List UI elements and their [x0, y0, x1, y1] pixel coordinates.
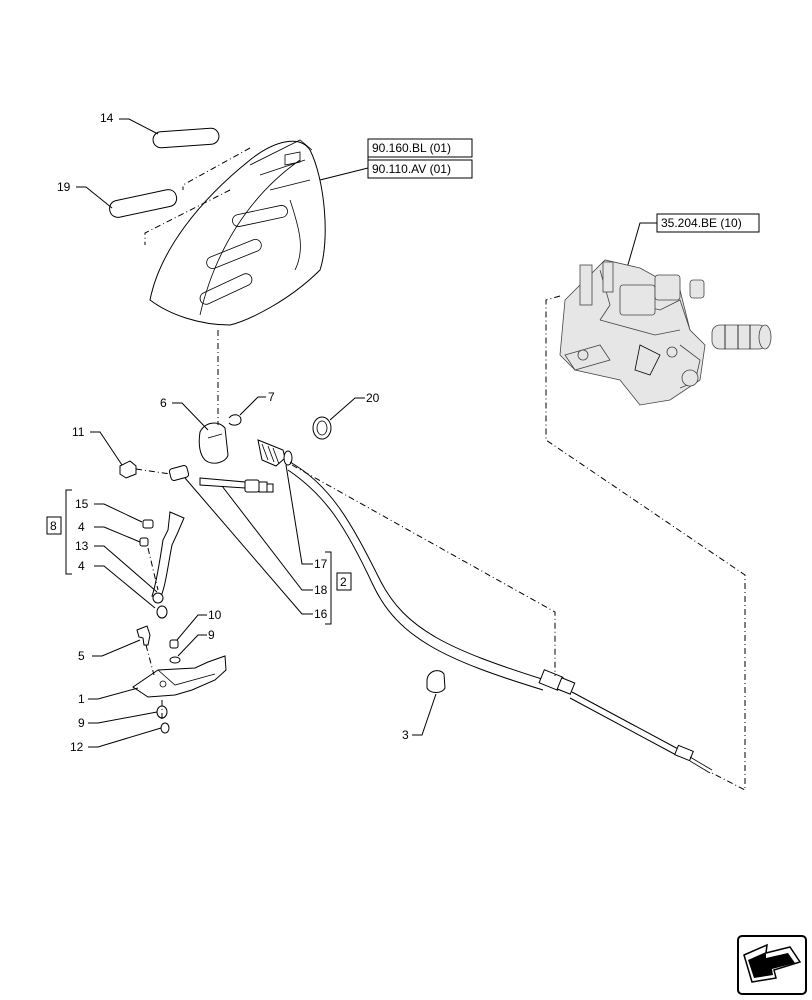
- callout-3: 3: [402, 728, 409, 742]
- callout-8-box: [46, 516, 62, 535]
- nut-12: [160, 722, 170, 734]
- valve-assembly: [559, 259, 772, 406]
- callout-4b: 4: [78, 559, 85, 573]
- callout-6: 6: [160, 396, 167, 410]
- pad-14: [152, 127, 220, 149]
- bolt-10: [169, 639, 179, 649]
- ref-label-2: 90.110.AV (01): [372, 162, 451, 176]
- callout-2-box: [336, 572, 352, 591]
- callout-5: 5: [78, 649, 85, 663]
- callout-9a: 9: [208, 628, 215, 642]
- callout-8: 8: [50, 519, 57, 533]
- washer-4a: [139, 537, 149, 547]
- callout-9b: 9: [78, 716, 85, 730]
- bolt-5: [136, 625, 151, 646]
- swivel-16: [168, 465, 190, 481]
- pad-19: [109, 189, 178, 218]
- callout-12: 12: [70, 740, 84, 754]
- callout-14: 14: [100, 111, 114, 125]
- callout-13: 13: [75, 539, 89, 553]
- callout-17: 17: [314, 557, 328, 571]
- clip-7: [228, 414, 242, 426]
- callout-7: 7: [268, 390, 275, 404]
- callout-numbers: 14 19 7 6 20 11 15 4 13 4 8 10 9 5 1 9 1…: [46, 111, 409, 754]
- callout-2: 2: [340, 575, 347, 589]
- cable-end-hardware: [538, 669, 713, 774]
- block-11: [119, 460, 137, 479]
- callout-11: 11: [72, 425, 85, 439]
- washer-9a: [169, 656, 181, 664]
- control-cable: [289, 461, 546, 681]
- ref-label-3: 35.204.BE (10): [661, 216, 742, 230]
- bracket-1: [132, 655, 227, 698]
- callout-18: 18: [314, 583, 328, 597]
- arrow-icon[interactable]: [737, 935, 807, 995]
- callout-16: 16: [314, 607, 328, 621]
- clamp-3: [426, 670, 446, 693]
- console-panel: [149, 139, 326, 326]
- callout-1: 1: [78, 692, 85, 706]
- lever-13: [151, 511, 185, 599]
- grommet-20: [312, 416, 332, 440]
- callout-10: 10: [208, 608, 222, 622]
- nut-4b: [156, 605, 168, 619]
- callout-20: 20: [366, 391, 380, 405]
- bolt-15: [142, 519, 154, 529]
- callout-19: 19: [57, 180, 71, 194]
- ref-label-1: 90.160.BL (01): [372, 141, 451, 155]
- callout-15: 15: [75, 497, 89, 511]
- knob-6: [198, 422, 229, 464]
- cable-fitting-17: [257, 439, 293, 467]
- callout-4a: 4: [78, 520, 85, 534]
- leader-lines: [65, 118, 437, 748]
- cable-rod-18: [199, 477, 274, 493]
